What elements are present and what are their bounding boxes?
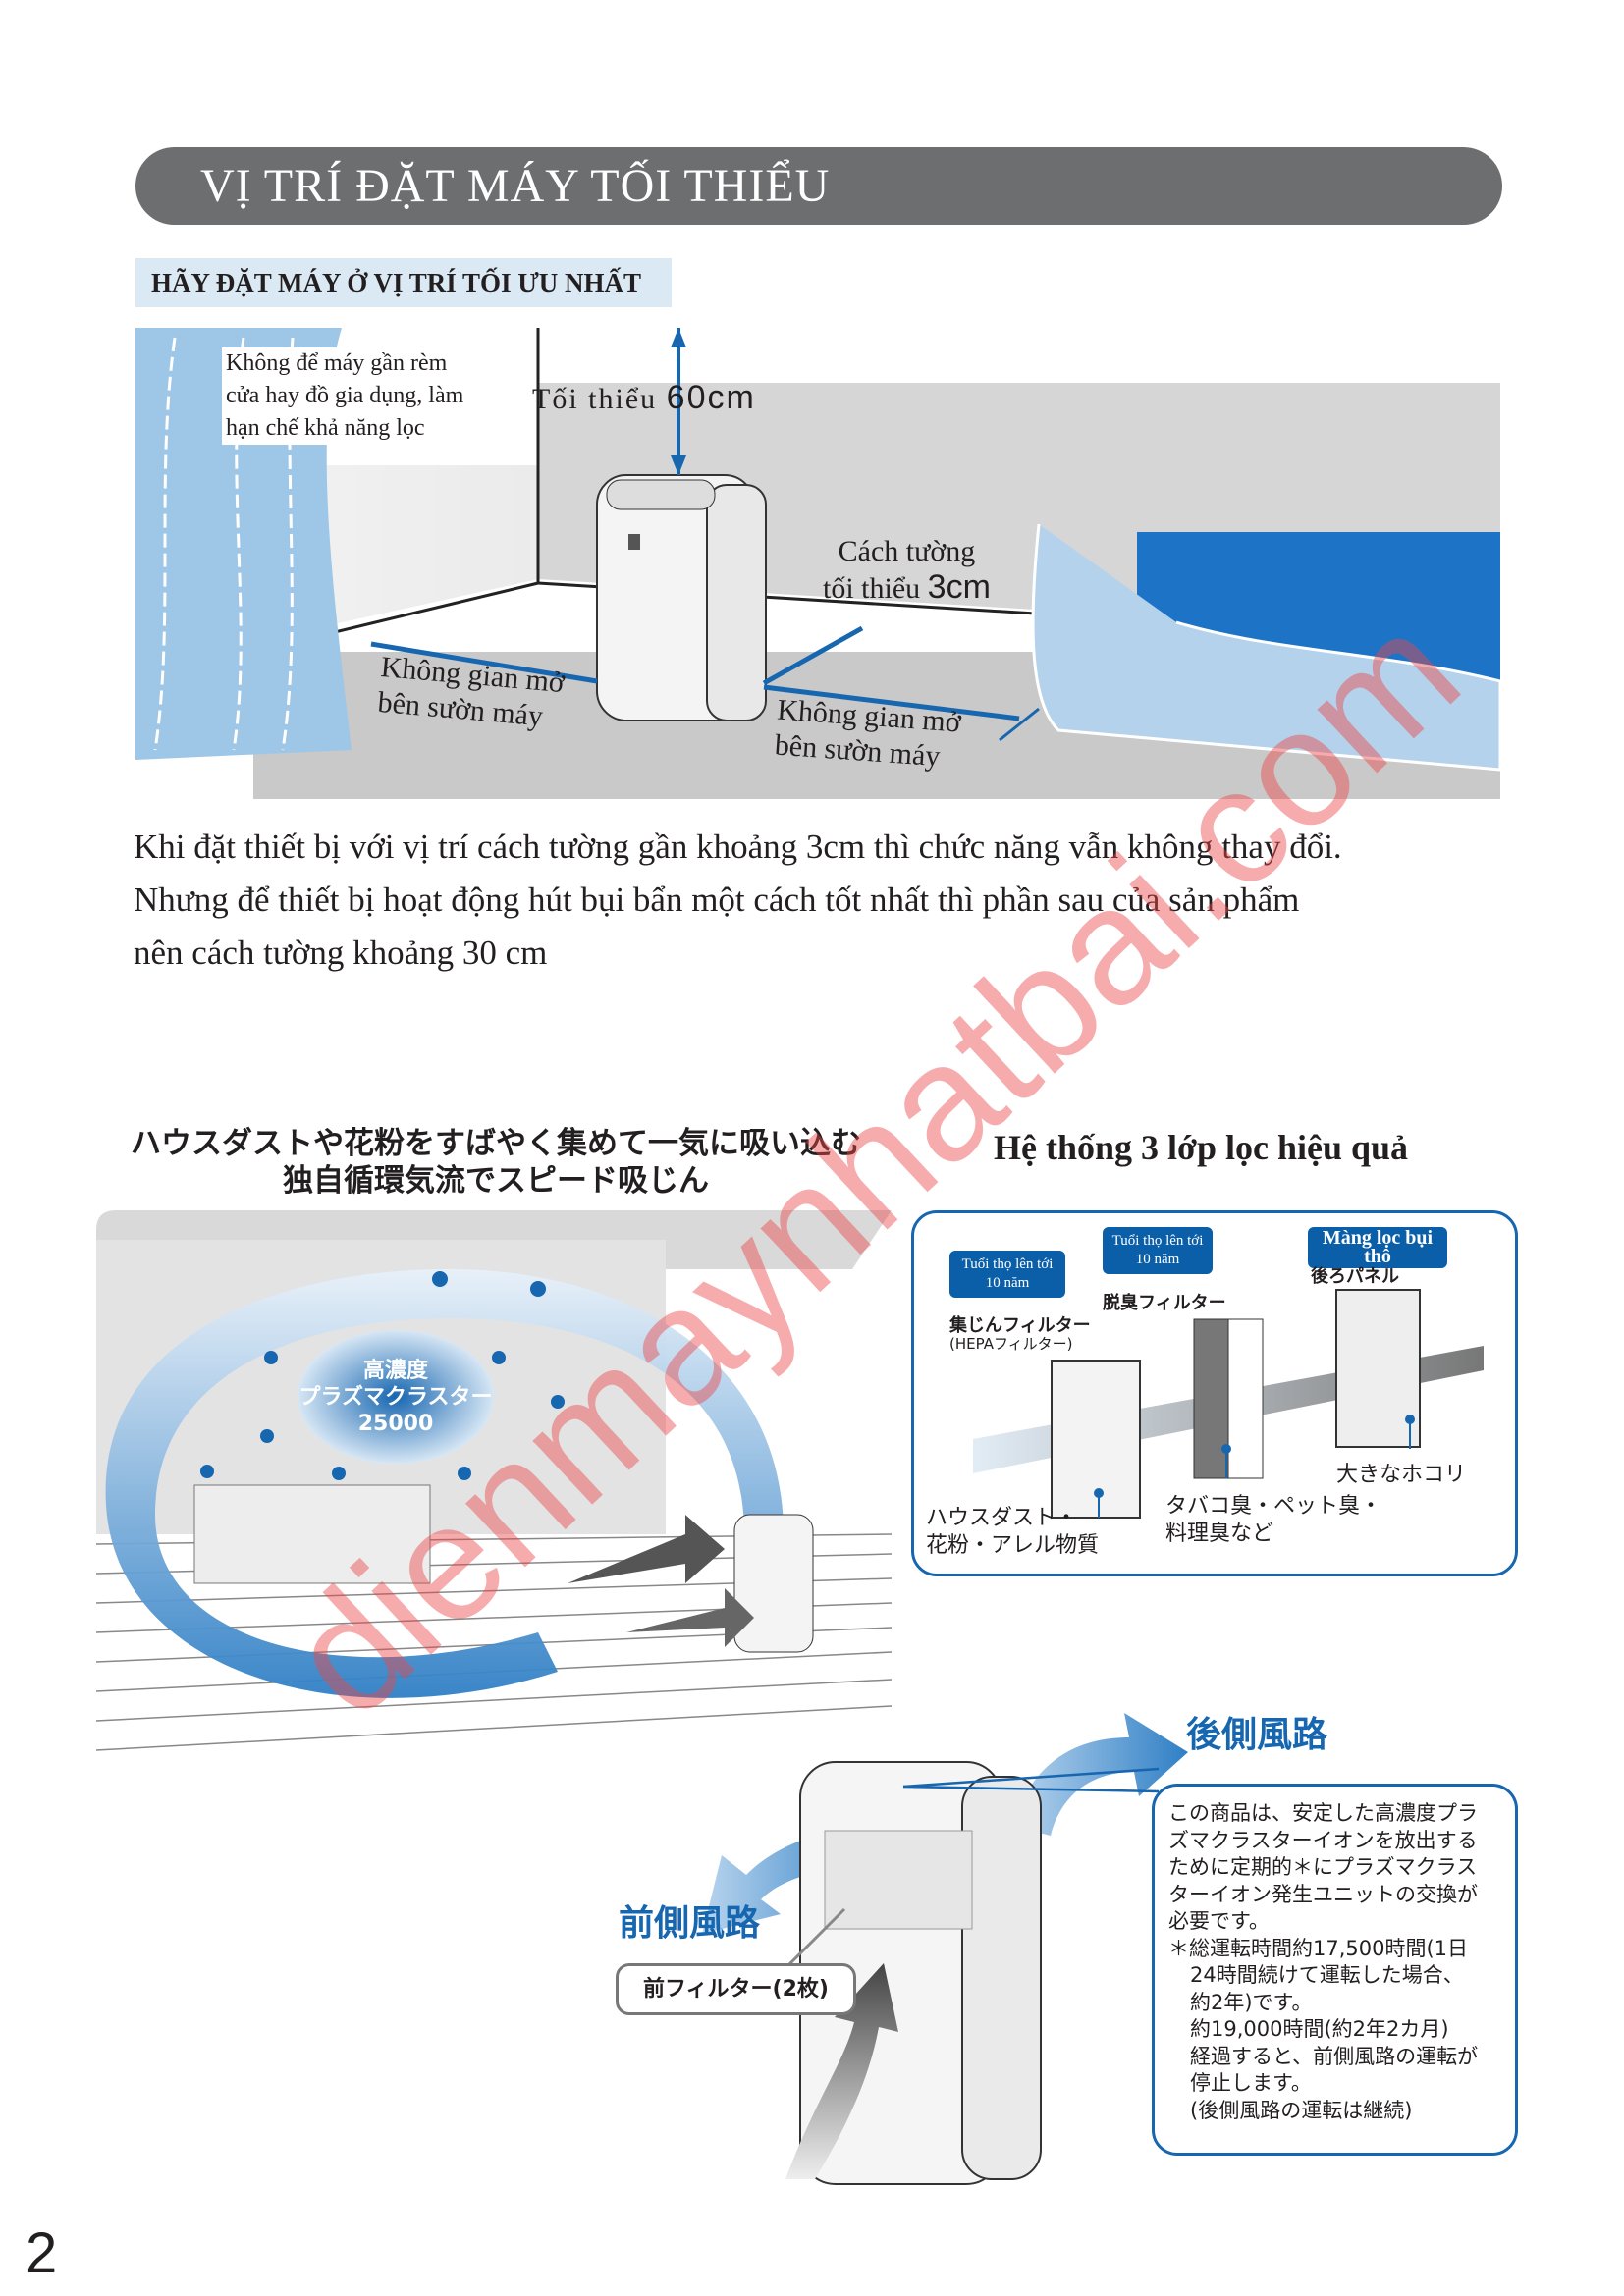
- hepa-filter-sub: (HEPAフィルター): [949, 1335, 1073, 1353]
- bubble-line: プラズマクラスター: [298, 1385, 493, 1410]
- note-line: ＊総運転時間約17,500時間(1日: [1168, 1936, 1469, 1960]
- deodorizing-catches: タバコ臭・ペット臭・料理臭など: [1165, 1493, 1381, 1548]
- note-line: 約19,000時間(約2年2カ月): [1190, 2017, 1449, 2041]
- note-line: 24時間続けて運転した場合、: [1190, 1963, 1464, 1987]
- curtain-note: Không để máy gần rèm cửa hay đồ gia dụng…: [222, 347, 479, 445]
- airflow-illustration: 高濃度 プラズマクラスター 25000: [95, 1210, 893, 1772]
- filter-layers-graphic: [973, 1289, 1484, 1519]
- room-airflow-graphic: [95, 1210, 893, 1751]
- section-subtitle: HÃY ĐẶT MÁY Ở VỊ TRÍ TỐI ƯU NHẤT: [135, 258, 672, 307]
- wall-label: tối thiểu: [823, 572, 921, 605]
- filter-heading: Hệ thống 3 lớp lọc hiệu quả: [994, 1128, 1409, 1167]
- sofa: [1031, 523, 1502, 772]
- heading-line: ハウスダストや花粉をすばやく集めて一気に吸い込む: [131, 1126, 861, 1161]
- purifier-airflow-graphic: [702, 1713, 1188, 2185]
- front-filter-label: 前フィルター(2枚): [616, 1963, 856, 2015]
- bubble-line: 高濃度: [362, 1359, 428, 1383]
- rear-panel-name: 後ろパネル: [1311, 1266, 1399, 1287]
- filter-system-box: Tuổi thọ lên tới 10 năm Tuổi thọ lên tới 1…: [911, 1210, 1518, 1576]
- wall-label: Cách tường: [838, 535, 976, 567]
- coarse-filter-tag: Màng lọc bụi thô: [1308, 1227, 1447, 1268]
- tag-line: 10 năm: [1135, 1252, 1180, 1267]
- deodorizing-filter-name: 脱臭フィルター: [1103, 1293, 1226, 1313]
- deodorizing-filter-light: [1227, 1318, 1264, 1479]
- plasmacluster-note: この商品は、安定した高濃度プラ ズマクラスターイオンを放出する ために定期的＊に…: [1152, 1784, 1518, 2156]
- catch-line: タバコ臭・ペット臭・: [1165, 1494, 1382, 1519]
- heading-line: 独自循環気流でスピード吸じん: [283, 1163, 709, 1199]
- hepa-catches: ハウスダスト・花粉・アレル物質: [926, 1505, 1099, 1560]
- tag-line: 10 năm: [985, 1275, 1030, 1291]
- note-line: ズマクラスターイオンを放出する: [1168, 1828, 1478, 1852]
- note-line: ために定期的＊にプラズマクラス: [1168, 1855, 1478, 1879]
- airflow-heading: ハウスダストや花粉をすばやく集めて一気に吸い込む 独自循環気流でスピード吸じん: [108, 1125, 884, 1200]
- note-line: この商品は、安定した高濃度プラ: [1168, 1801, 1478, 1825]
- lifetime-tag: Tuổi thọ lên tới 10 năm: [1103, 1227, 1213, 1274]
- wall-value: 3cm: [927, 568, 991, 606]
- note-line: 必要です。: [1168, 1909, 1270, 1933]
- bubble-line: 25000: [357, 1412, 434, 1436]
- placement-diagram: Không để máy gần rèm cửa hay đồ gia dụng…: [135, 328, 1502, 799]
- air-purifier: [596, 474, 767, 721]
- right-space-label: Không gian mở bên sườn máy: [774, 693, 962, 776]
- catch-line: 花粉・アレル物質: [926, 1533, 1100, 1558]
- paragraph-line: nên cách tường khoảng 30 cm: [134, 934, 548, 972]
- tag-line: Tuổi thọ lên tới: [961, 1256, 1054, 1272]
- rear-panel: [1335, 1289, 1421, 1448]
- paragraph-line: Nhưng để thiết bị hoạt động hút bụi bẩn …: [134, 881, 1300, 919]
- page-number: 2: [26, 2221, 58, 2285]
- note-line: 約2年)です。: [1190, 1990, 1313, 2014]
- wall-distance-label: Cách tường tối thiểu 3cm: [823, 534, 991, 607]
- note-line: 停止します。: [1190, 2071, 1312, 2095]
- tag-line: Tuổi thọ lên tới: [1111, 1233, 1204, 1249]
- note-line: Không để máy gần rèm: [226, 350, 448, 376]
- placement-paragraph: Khi đặt thiết bị với vị trí cách tường g…: [134, 821, 1547, 980]
- paragraph-line: Khi đặt thiết bị với vị trí cách tường g…: [134, 828, 1342, 866]
- deodorizing-filter-dark: [1193, 1318, 1229, 1479]
- hepa-filter-name: 集じんフィルター: [949, 1315, 1091, 1336]
- rear-panel-catches: 大きなホコリ: [1336, 1463, 1467, 1487]
- section-title: VỊ TRÍ ĐẶT MÁY TỐI THIỂU: [135, 147, 1502, 225]
- min-height-label: Tối thiểu 60cm: [532, 379, 756, 417]
- plasmacluster-bubble: 高濃度 プラズマクラスター 25000: [298, 1358, 494, 1437]
- room-illustration: [135, 328, 1502, 799]
- note-line: cửa hay đồ gia dụng, làm: [226, 383, 464, 408]
- note-line: (後側風路の運転は継続): [1190, 2098, 1413, 2122]
- min-label: Tối thiểu: [532, 383, 658, 415]
- note-line: 経過すると、前側風路の運転が: [1190, 2044, 1479, 2068]
- catch-line: 料理臭など: [1165, 1522, 1274, 1546]
- note-line: ターイオン発生ユニットの交換が: [1168, 1882, 1478, 1906]
- lifetime-tag: Tuổi thọ lên tới 10 năm: [949, 1251, 1065, 1298]
- catch-line: ハウスダスト・: [926, 1506, 1078, 1530]
- rear-path-label: 後側風路: [1186, 1715, 1328, 1755]
- min-value: 60cm: [666, 379, 756, 416]
- front-path-label: 前側風路: [619, 1903, 761, 1944]
- note-line: hạn chế khả năng lọc: [226, 415, 425, 441]
